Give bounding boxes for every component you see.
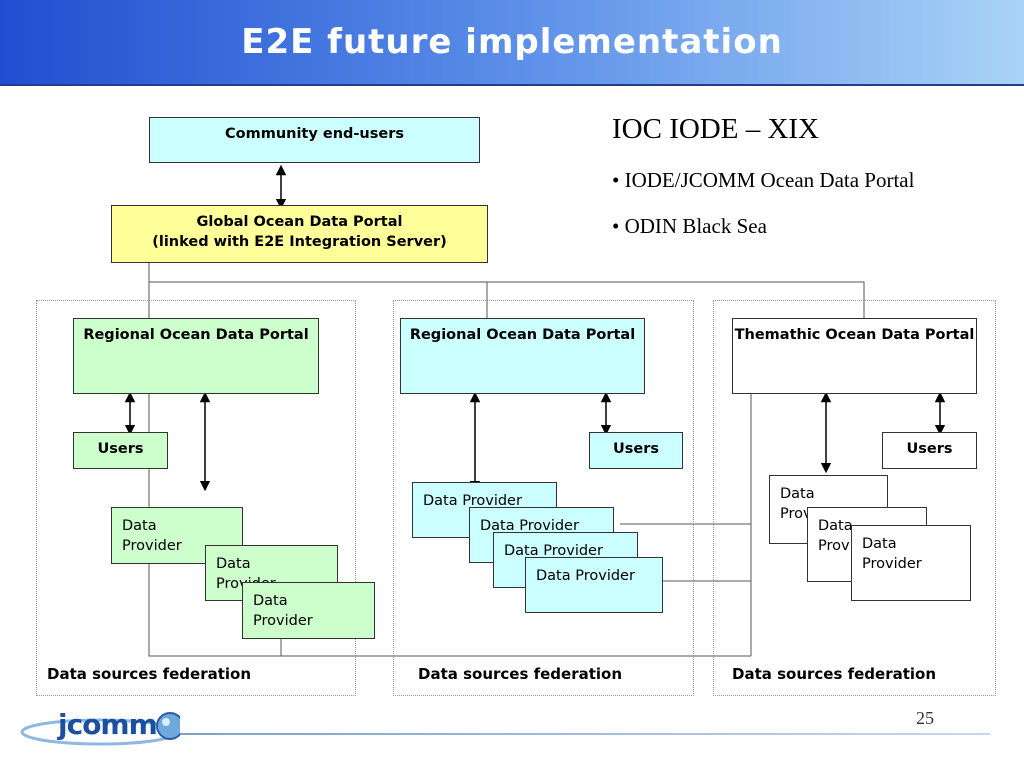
footer-divider <box>180 733 990 735</box>
jcomm-logo-text: jcomm <box>58 708 158 741</box>
provider-label: Data Provider <box>536 568 635 584</box>
thematic-portal-box: Themathic Ocean Data Portal <box>732 318 977 394</box>
data-provider-box: Data Provider <box>525 557 663 613</box>
federation-area-1 <box>36 300 356 696</box>
global-portal-sublabel: (linked with E2E Integration Server) <box>152 234 447 250</box>
users-box-2: Users <box>589 432 683 469</box>
jcomm-swoosh-icon <box>20 712 184 746</box>
regional-portal-2-box: Regional Ocean Data Portal <box>400 318 645 394</box>
provider-label: Data <box>818 518 853 534</box>
ioc-bullet-1: • IODE/JCOMM Ocean Data Portal <box>612 168 915 192</box>
provider-label: Data <box>253 593 288 609</box>
provider-label: Data Provider <box>480 518 579 534</box>
provider-label: Data <box>216 556 251 572</box>
global-portal-label: Global Ocean Data Portal <box>196 214 403 230</box>
users-box-3: Users <box>882 432 977 469</box>
slide-header: E2E future implementation <box>0 0 1024 86</box>
federation-label-2: Data sources federation <box>418 665 623 683</box>
slide-title: E2E future implementation <box>241 22 783 62</box>
thematic-portal-label: Themathic Ocean Data Portal <box>734 327 975 343</box>
provider-label: Data Provider <box>504 543 603 559</box>
provider-label: Provider <box>862 556 922 572</box>
provider-label: Provider <box>253 613 313 629</box>
provider-label: Data <box>862 536 897 552</box>
federation-label-3: Data sources federation <box>732 665 937 683</box>
jcomm-logo: jcomm <box>20 706 184 750</box>
provider-label: Data <box>780 486 815 502</box>
provider-label: Data <box>122 518 157 534</box>
users-label-2: Users <box>612 441 660 457</box>
ioc-bullet-2: • ODIN Black Sea <box>612 214 767 238</box>
global-ocean-data-portal-box: Global Ocean Data Portal (linked with E2… <box>111 205 488 263</box>
provider-label: Provider <box>122 538 182 554</box>
community-end-users-box: Community end-users <box>149 117 480 163</box>
community-label: Community end-users <box>225 126 404 142</box>
regional-portal-2-label: Regional Ocean Data Portal <box>409 327 636 343</box>
page-number: 25 <box>916 708 934 728</box>
regional-portal-1-box: Regional Ocean Data Portal <box>73 318 319 394</box>
federation-area-2 <box>393 300 694 696</box>
users-label-1: Users <box>97 441 144 457</box>
federation-area-3 <box>713 300 996 696</box>
regional-portal-1-label: Regional Ocean Data Portal <box>83 327 309 343</box>
users-box-1: Users <box>73 432 168 469</box>
ioc-heading: IOC IODE – XIX <box>612 113 819 145</box>
federation-label-1: Data sources federation <box>47 665 252 683</box>
provider-label: Data Provider <box>423 493 522 509</box>
users-label-3: Users <box>906 441 953 457</box>
